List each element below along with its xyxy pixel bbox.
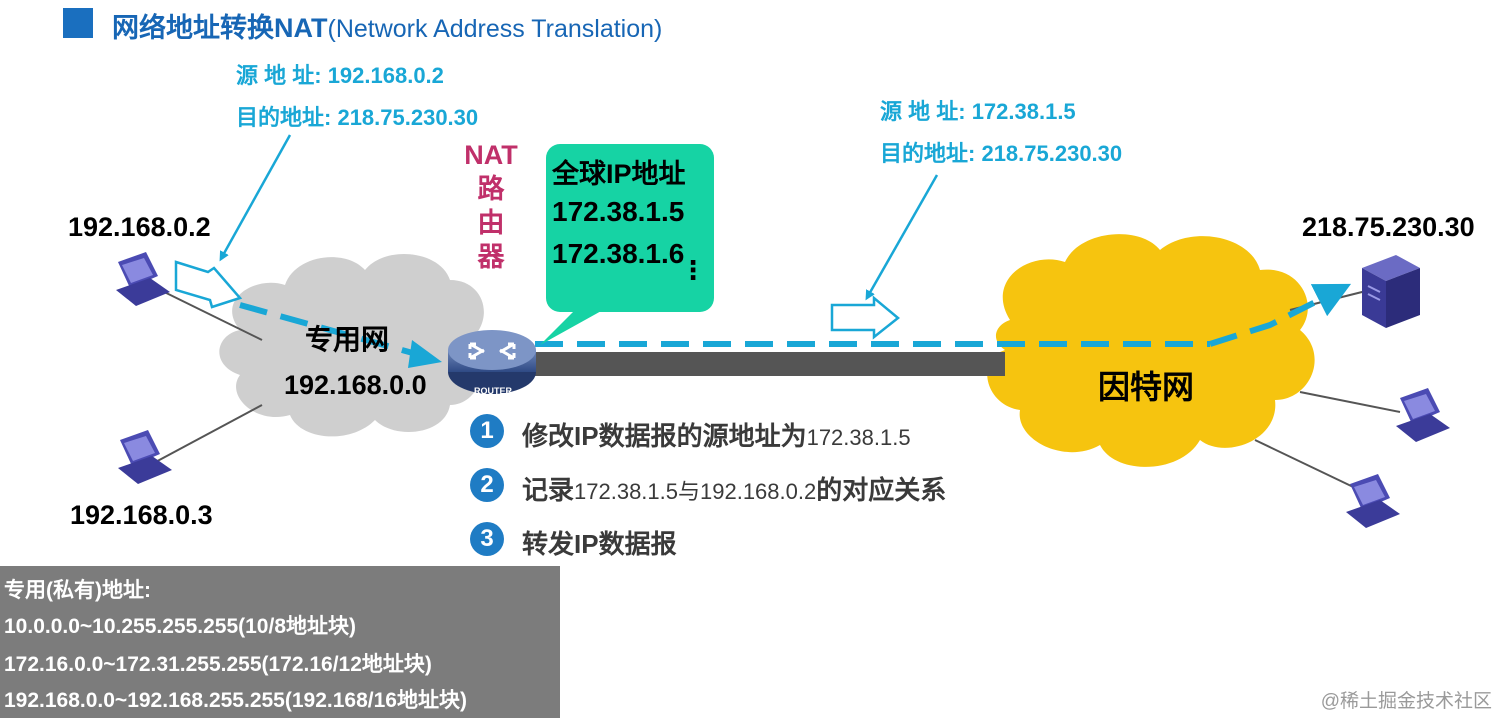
- step-text: 记录172.38.1.5与192.168.0.2的对应关系: [522, 470, 946, 507]
- packet-path: [239, 283, 1352, 358]
- private-range-1: 10.0.0.0~10.255.255.255(10/8地址块): [4, 615, 356, 638]
- step-text: 修改IP数据报的源地址为172.38.1.5: [522, 416, 911, 453]
- step-value: 172.38.1.5与192.168.0.2: [574, 479, 817, 504]
- step-text-main: 转发IP数据报: [522, 529, 677, 559]
- computer-icon-b: [118, 430, 172, 484]
- private-address-heading: 专用(私有)地址:: [4, 579, 151, 602]
- step-value: 172.38.1.5: [806, 425, 911, 450]
- step-number: 2: [470, 468, 504, 502]
- host-a-address: 192.168.0.2: [68, 212, 211, 242]
- server-icon: [1362, 255, 1420, 328]
- packet-arrow-right: [830, 295, 900, 340]
- src-value: 192.168.0.2: [327, 63, 444, 88]
- packet-left-src: 源 地 址: 192.168.0.2: [236, 58, 444, 90]
- packet-arrow-left: [174, 260, 243, 309]
- packet-right-dst: 目的地址: 218.75.230.30: [880, 136, 1122, 168]
- title-marker: [63, 8, 93, 38]
- packet-arrowhead-left: [408, 340, 442, 368]
- private-address-box: 专用(私有)地址: 10.0.0.0~10.255.255.255(10/8地址…: [0, 566, 560, 718]
- private-network-name: 专用网: [305, 324, 390, 355]
- server-address: 218.75.230.30: [1302, 212, 1475, 242]
- private-network-cloud: [219, 253, 484, 437]
- internet-cloud: [987, 234, 1315, 467]
- internet-name: 因特网: [1098, 369, 1195, 405]
- src-label: 源 地 址:: [880, 99, 966, 124]
- private-range-2: 172.16.0.0~172.31.255.255(172.16/12地址块): [4, 653, 432, 676]
- global-ip-ellipsis: ⋮: [680, 255, 706, 285]
- global-ip-heading: 全球IP地址: [552, 159, 686, 189]
- private-network-address: 192.168.0.0: [284, 370, 427, 400]
- computer-icon-c: [1396, 388, 1450, 442]
- src-label: 源 地 址:: [236, 63, 322, 88]
- global-ip-2: 172.38.1.6: [552, 238, 685, 269]
- packet-right-src: 源 地 址: 172.38.1.5: [880, 94, 1076, 126]
- step-text-pre: 记录: [522, 475, 575, 505]
- computer-icon-d: [1346, 474, 1400, 528]
- step-text-post: 的对应关系: [816, 475, 947, 505]
- watermark: @稀土掘金技术社区: [1320, 691, 1492, 712]
- packet-left-dst: 目的地址: 218.75.230.30: [236, 100, 478, 132]
- title-main: 网络地址转换NAT: [112, 13, 328, 43]
- global-ip-1: 172.38.1.5: [552, 196, 685, 227]
- dst-label: 目的地址:: [236, 105, 332, 130]
- router-icon: [448, 330, 536, 394]
- backbone-link: [530, 352, 1005, 376]
- step-text-main: 修改IP数据报的源地址为: [522, 421, 807, 451]
- title-sub: (Network Address Translation): [327, 15, 663, 43]
- step-number: 1: [470, 414, 504, 448]
- global-ip-bubble: 全球IP地址 172.38.1.5 172.38.1.6 ⋮: [546, 144, 714, 312]
- src-value: 172.38.1.5: [971, 99, 1076, 124]
- page-title: 网络地址转换NAT(Network Address Translation): [112, 6, 662, 45]
- dst-value: 218.75.230.30: [981, 141, 1123, 166]
- step-number: 3: [470, 522, 504, 556]
- router-device-text: ROUTER: [474, 386, 512, 396]
- private-range-3: 192.168.0.0~192.168.255.255(192.168/16地址…: [4, 689, 467, 712]
- label-pointers: [219, 134, 939, 301]
- host-b-address: 192.168.0.3: [70, 500, 213, 530]
- step-text: 转发IP数据报: [522, 524, 677, 561]
- dst-label: 目的地址:: [880, 141, 976, 166]
- computer-icon-a: [116, 252, 170, 306]
- dst-value: 218.75.230.30: [337, 105, 479, 130]
